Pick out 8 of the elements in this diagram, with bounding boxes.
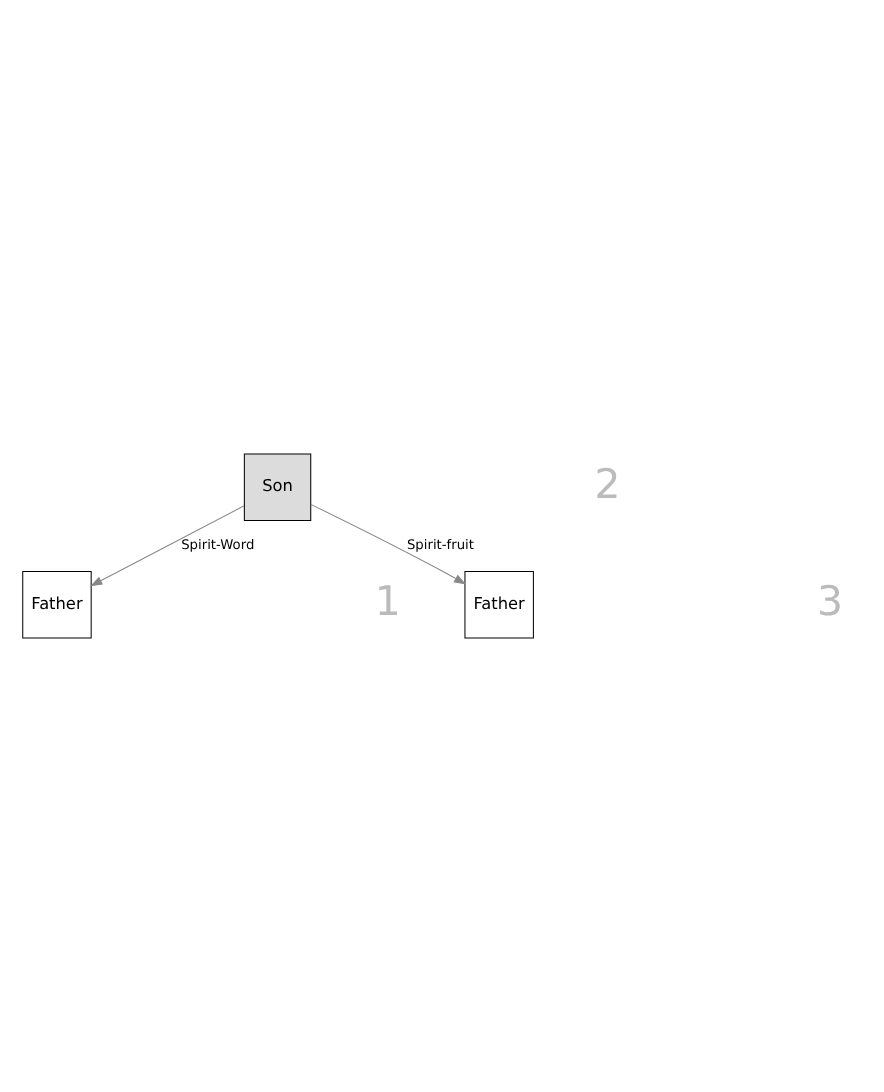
label: 3 xyxy=(816,576,843,625)
arrow xyxy=(309,503,466,585)
node-box: Son xyxy=(242,453,311,521)
arrow xyxy=(89,505,244,587)
label: 2 xyxy=(593,459,620,508)
label: 1 xyxy=(373,576,400,625)
node-box: Father xyxy=(463,571,533,639)
node-box: Father xyxy=(21,571,91,639)
